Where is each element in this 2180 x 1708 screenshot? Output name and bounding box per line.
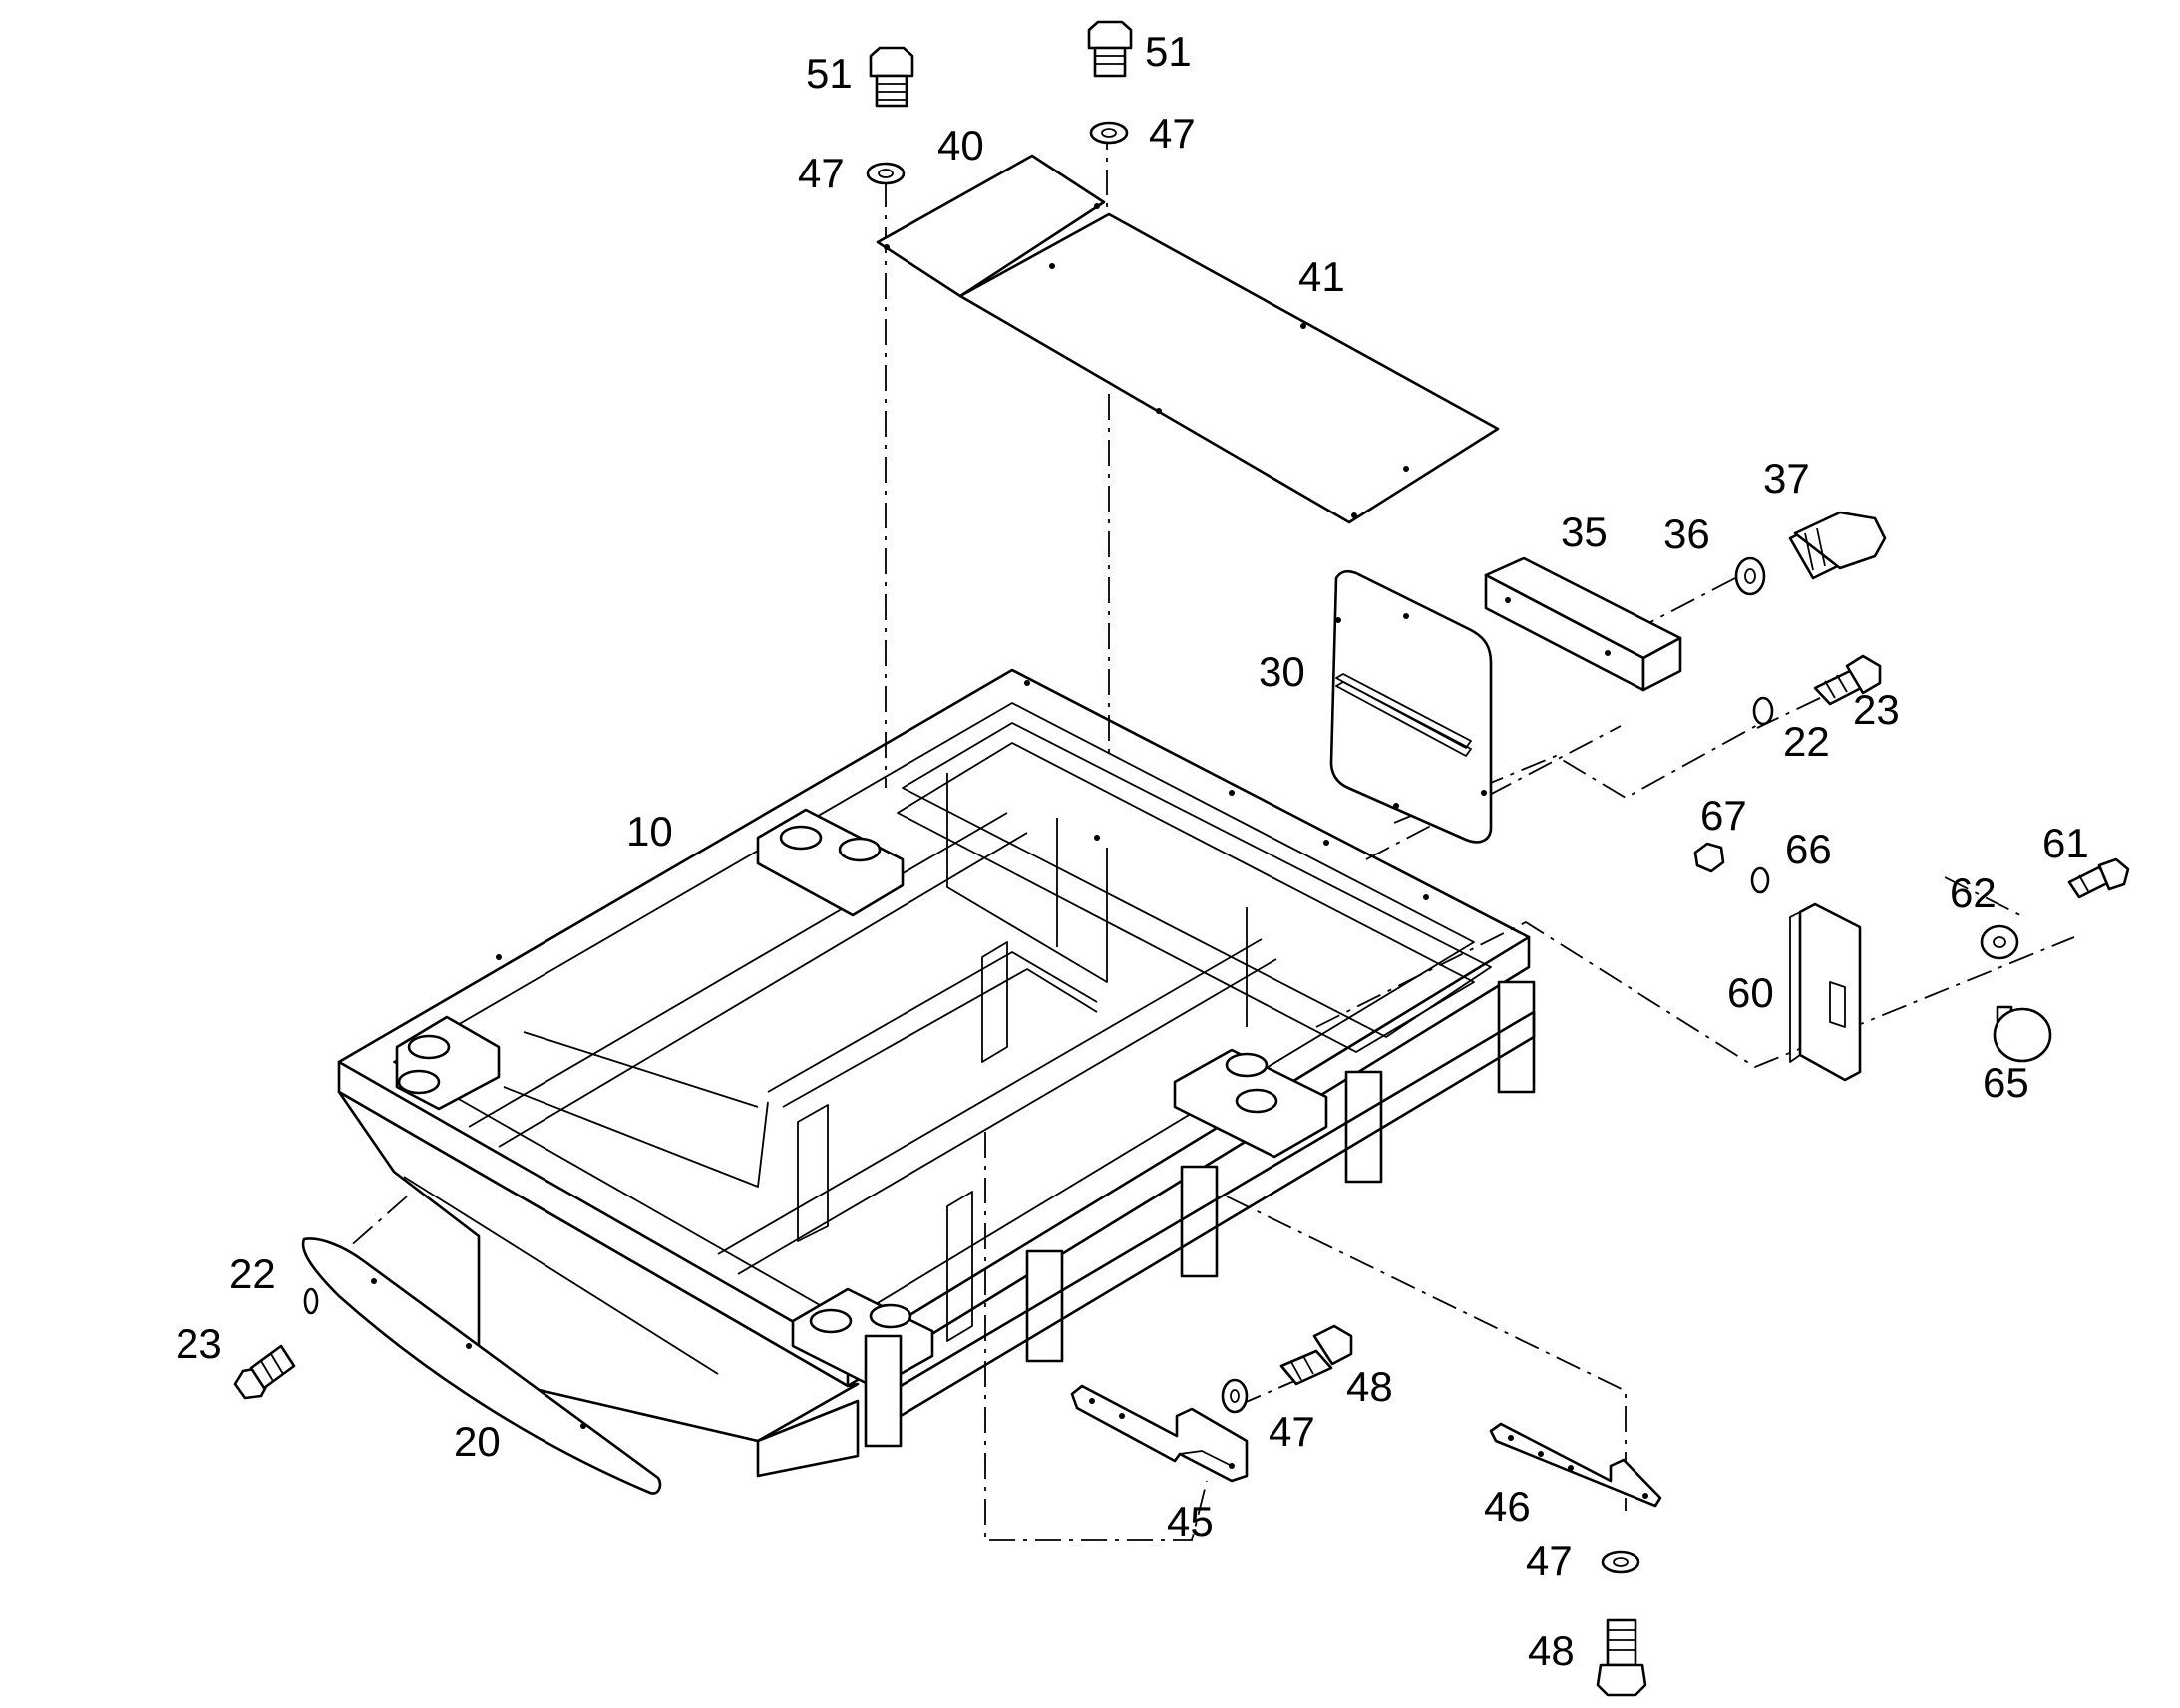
label-66: 66	[1785, 826, 1832, 872]
label-40: 40	[937, 122, 984, 169]
label-62: 62	[1950, 869, 1997, 916]
bolt-23-right	[1813, 654, 1882, 706]
bracket-45	[1070, 1384, 1249, 1483]
label-65: 65	[1983, 1059, 2029, 1106]
label-23-right: 23	[1853, 686, 1900, 733]
base-frame-10	[337, 668, 1536, 1478]
bolt-23-left	[233, 1344, 296, 1400]
label-22-right: 22	[1783, 718, 1830, 765]
label-23-left: 23	[176, 1320, 222, 1367]
label-36: 36	[1663, 511, 1710, 557]
label-10: 10	[626, 808, 673, 854]
label-61: 61	[2042, 820, 2089, 866]
washer-22-right	[1752, 696, 1774, 726]
washer-62	[1980, 924, 2019, 960]
latch-plate-60	[1789, 902, 1862, 1082]
bolt-37	[1788, 511, 1887, 580]
label-47-right-top: 47	[1149, 110, 1196, 157]
label-37: 37	[1763, 455, 1810, 502]
label-67: 67	[1700, 792, 1747, 839]
label-51-right: 51	[1145, 28, 1192, 75]
washer-22-left	[303, 1287, 319, 1315]
washer-47-right-top	[1089, 121, 1129, 145]
label-47-bottom-right: 47	[1526, 1537, 1573, 1584]
top-cover-plate-41	[958, 212, 1500, 524]
label-47-left-top: 47	[798, 150, 845, 196]
label-45: 45	[1167, 1498, 1214, 1544]
label-48-lower: 48	[1528, 1627, 1575, 1674]
washer-47-left-top	[866, 162, 906, 185]
bracket-35	[1484, 556, 1682, 692]
washer-66	[1750, 866, 1770, 894]
bolt-61	[2067, 857, 2130, 899]
bracket-46	[1489, 1422, 1662, 1508]
label-41: 41	[1298, 253, 1345, 300]
label-46: 46	[1484, 1483, 1531, 1530]
label-47-bottom-left: 47	[1269, 1408, 1315, 1455]
callout-labels: 51 51 47 47 40 41 37 35 36 30 23 22 10 6…	[176, 28, 2089, 1674]
knob-65	[1993, 1005, 2052, 1063]
label-30: 30	[1259, 648, 1305, 695]
nut-67	[1693, 842, 1725, 873]
bolt-48-lower	[1596, 1618, 1647, 1697]
label-20: 20	[454, 1418, 501, 1465]
label-51-left: 51	[806, 50, 853, 97]
bolt-51-left	[869, 46, 914, 108]
label-60: 60	[1727, 969, 1774, 1016]
front-plate-20	[301, 1237, 662, 1495]
label-22-left: 22	[229, 1250, 276, 1297]
washer-47-bottom-left	[1221, 1378, 1249, 1414]
label-35: 35	[1561, 509, 1608, 555]
top-cover-plate-40	[876, 154, 1106, 298]
washer-47-bottom-right	[1601, 1550, 1640, 1574]
side-plate-30	[1329, 569, 1493, 844]
bolt-51-right	[1087, 20, 1133, 78]
label-48-upper: 48	[1346, 1363, 1393, 1410]
bolt-48-upper	[1279, 1324, 1353, 1386]
washer-36	[1734, 556, 1766, 596]
